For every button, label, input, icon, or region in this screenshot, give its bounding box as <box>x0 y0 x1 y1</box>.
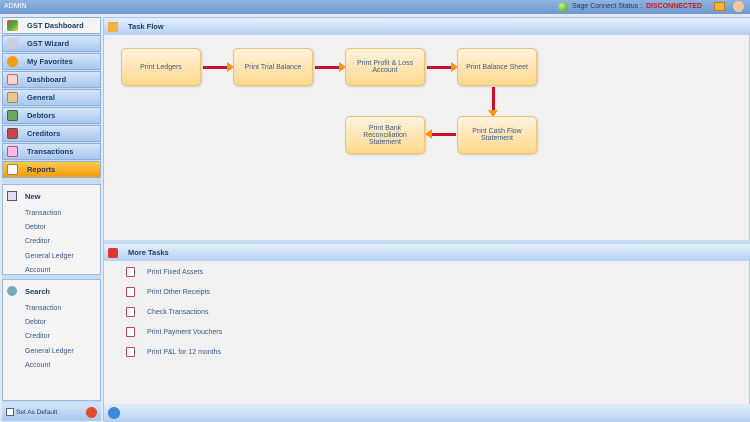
arrow-icon <box>203 62 234 72</box>
gst-icon <box>7 38 18 49</box>
nav-label: GST Wizard <box>27 39 70 48</box>
flow-step-profit-loss[interactable]: Print Profit & Loss Account <box>345 48 425 86</box>
new-panel: New Transaction Debtor Creditor General … <box>2 184 101 275</box>
search-transaction-link[interactable]: Transaction <box>25 305 62 312</box>
task-flow-header: Task Flow <box>104 18 750 35</box>
nav-label: Reports <box>27 165 56 174</box>
report-icon <box>126 287 135 297</box>
new-icon <box>7 191 17 201</box>
task-label: Check Transactions <box>147 308 209 316</box>
creditors-icon <box>7 128 18 139</box>
chart-icon <box>7 74 18 85</box>
arrow-icon <box>488 87 498 117</box>
report-icon <box>126 267 135 277</box>
nav-debtors[interactable]: Debtors <box>2 107 101 124</box>
task-flow-title: Task Flow <box>128 22 164 31</box>
search-debtor-link[interactable]: Debtor <box>25 319 47 327</box>
status-icon <box>557 1 568 12</box>
sidebar-footer: Set As Default <box>2 403 101 421</box>
transactions-icon <box>7 146 18 157</box>
report-icon <box>126 327 135 337</box>
arrow-icon <box>425 129 456 139</box>
new-debtor-link[interactable]: Debtor <box>25 224 47 232</box>
nav-gst-dashboard[interactable]: GST Dashboard <box>2 17 101 34</box>
more-tasks-header: More Tasks <box>104 244 750 261</box>
tasks-icon <box>108 247 118 258</box>
tools-icon[interactable] <box>733 1 744 12</box>
nav-creditors[interactable]: Creditors <box>2 125 101 142</box>
report-icon <box>126 347 135 357</box>
search-panel: Search Transaction Debtor Creditor Gener… <box>2 279 101 401</box>
new-creditor-link[interactable]: Creditor <box>25 238 50 246</box>
task-print-fixed-assets[interactable]: Print Fixed Assets <box>126 267 203 277</box>
nav-dashboard[interactable]: Dashboard <box>2 71 101 88</box>
sidebar: GST Dashboard GST Wizard My Favorites Da… <box>2 17 101 421</box>
nav-transactions[interactable]: Transactions <box>2 143 101 160</box>
nav-label: General <box>27 93 55 102</box>
nav-label: Dashboard <box>27 75 67 84</box>
task-check-transactions[interactable]: Check Transactions <box>126 307 208 317</box>
search-icon <box>7 286 17 296</box>
rss-icon[interactable] <box>108 407 120 419</box>
nav-general[interactable]: General <box>2 89 101 106</box>
debtors-icon <box>7 110 18 121</box>
nav-label: Debtors <box>27 111 56 120</box>
task-label: Print Fixed Assets <box>147 268 204 276</box>
task-print-pl-12-months[interactable]: Print P&L for 12 months <box>126 347 221 357</box>
app-title: ADMIN <box>4 3 27 10</box>
nav-label: My Favorites <box>27 57 73 66</box>
nav-my-favorites[interactable]: My Favorites <box>2 53 101 70</box>
arrow-icon <box>427 62 458 72</box>
task-label: Print P&L for 12 months <box>147 348 222 356</box>
task-label: Print Other Receipts <box>147 288 211 296</box>
flow-step-ledgers[interactable]: Print Ledgers <box>121 48 201 86</box>
dashboard-icon <box>7 20 18 31</box>
flow-icon <box>108 21 118 32</box>
main-area: Task Flow Print Ledgers Print Trial Bala… <box>103 17 750 422</box>
search-panel-title: Search <box>25 286 51 296</box>
nav-reports[interactable]: Reports <box>2 161 101 178</box>
power-icon[interactable] <box>86 406 97 418</box>
more-tasks-title: More Tasks <box>128 248 169 257</box>
reports-icon <box>7 164 18 175</box>
new-panel-title: New <box>25 191 41 201</box>
mail-icon[interactable] <box>714 2 725 11</box>
task-label: Print Payment Vouchers <box>147 328 223 336</box>
search-gl-account-link[interactable]: General Ledger Account <box>25 347 74 369</box>
search-creditor-link[interactable]: Creditor <box>25 333 50 341</box>
new-gl-account-link[interactable]: General Ledger Account <box>25 252 74 274</box>
new-transaction-link[interactable]: Transaction <box>25 210 62 217</box>
connection-status: Sage Connect Status : DISCONNECTED <box>557 1 744 12</box>
nav-label: Transactions <box>27 147 74 156</box>
flow-step-bank-reconciliation[interactable]: Print Bank Reconciliation Statement <box>345 116 425 154</box>
nav-gst-wizard[interactable]: GST Wizard <box>2 35 101 52</box>
main-footer <box>104 404 750 422</box>
star-icon <box>7 56 18 67</box>
status-value: DISCONNECTED <box>645 3 702 10</box>
task-print-payment-vouchers[interactable]: Print Payment Vouchers <box>126 327 222 337</box>
set-default-label: Set As Default <box>16 408 58 416</box>
nav-label: Creditors <box>27 129 61 138</box>
arrow-icon <box>315 62 346 72</box>
report-icon <box>126 307 135 317</box>
task-print-other-receipts[interactable]: Print Other Receipts <box>126 287 210 297</box>
flow-step-cash-flow[interactable]: Print Cash Flow Statement <box>457 116 537 154</box>
nav-label: GST Dashboard <box>27 21 84 30</box>
set-default-checkbox[interactable] <box>6 408 14 416</box>
flow-step-balance-sheet[interactable]: Print Balance Sheet <box>457 48 537 86</box>
general-ledger-icon <box>7 92 18 103</box>
status-label: Sage Connect Status : <box>571 3 642 10</box>
flow-step-trial-balance[interactable]: Print Trial Balance <box>233 48 313 86</box>
